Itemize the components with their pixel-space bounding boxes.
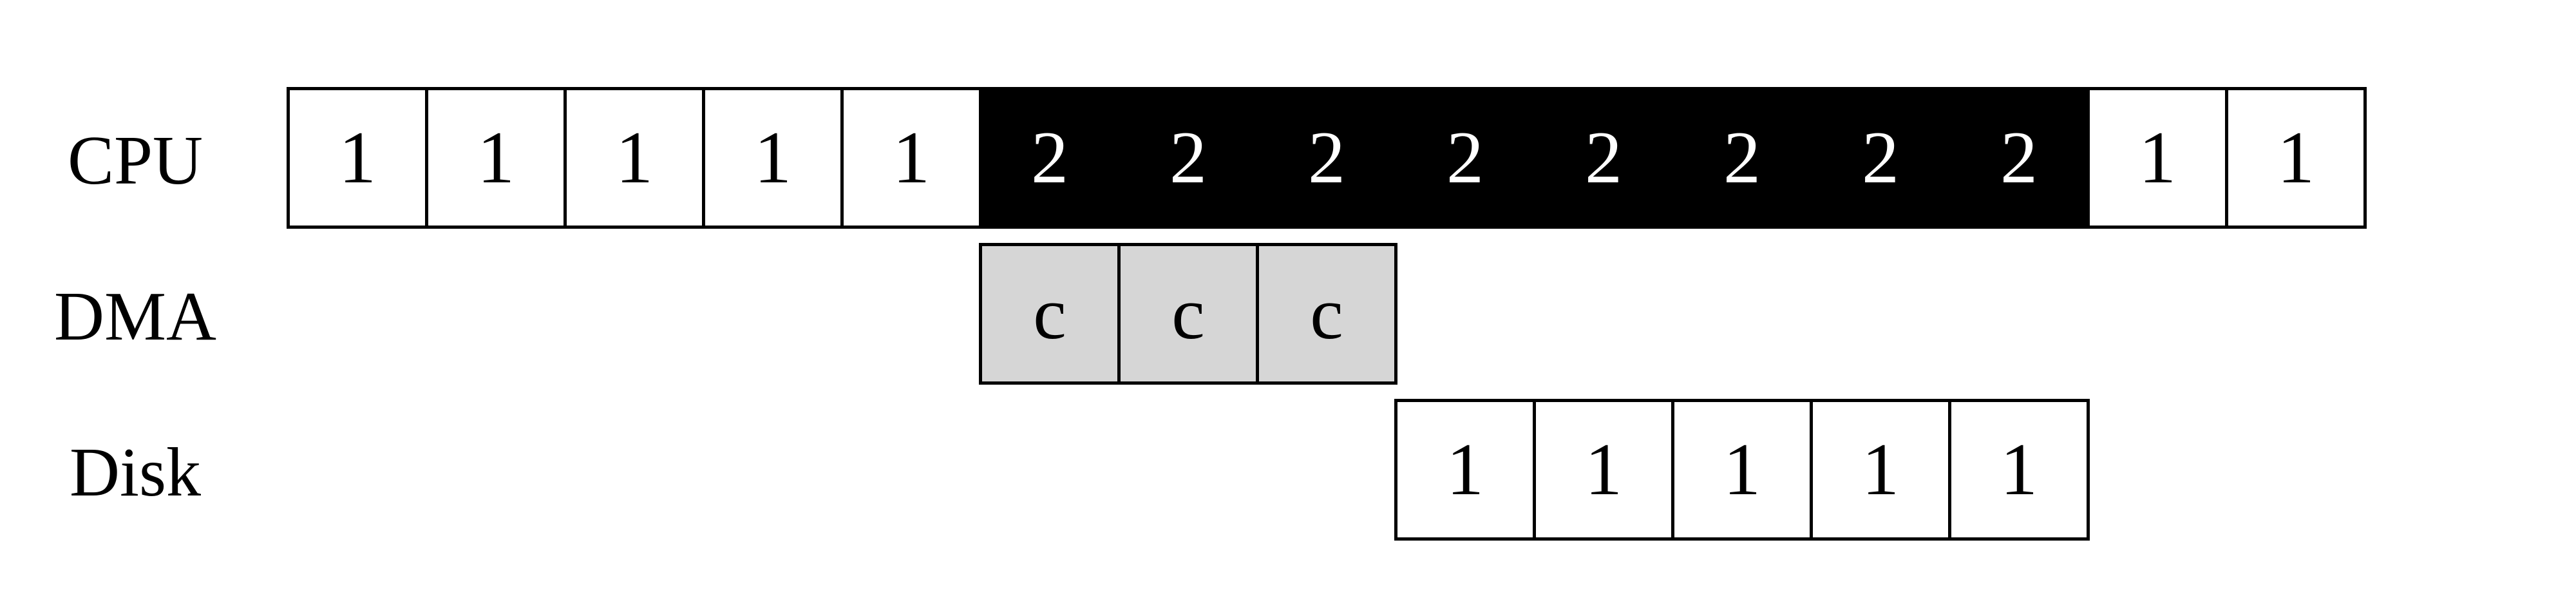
row-cpu-cell: 1 bbox=[287, 87, 428, 229]
row-cpu-cell: 1 bbox=[702, 87, 844, 229]
row-cpu-cell: 2 bbox=[979, 87, 1121, 229]
row-label-dma: DMA bbox=[53, 278, 217, 355]
row-cpu-cell: 2 bbox=[1394, 87, 1536, 229]
row-cpu-cell: 2 bbox=[1948, 87, 2090, 229]
row-label-disk: Disk bbox=[69, 434, 202, 511]
row-cpu-cell: 2 bbox=[1533, 87, 1674, 229]
row-cpu-cell: 1 bbox=[2225, 87, 2367, 229]
row-dma-cell: c bbox=[1256, 243, 1397, 385]
row-cpu-cell: 2 bbox=[1256, 87, 1397, 229]
row-cpu-cell: 1 bbox=[564, 87, 705, 229]
row-cpu-cell: 1 bbox=[2087, 87, 2228, 229]
row-disk-cell: 1 bbox=[1533, 399, 1674, 541]
row-disk-cell: 1 bbox=[1810, 399, 1951, 541]
row-dma-cell: c bbox=[1117, 243, 1259, 385]
row-disk-cell: 1 bbox=[1671, 399, 1813, 541]
row-label-cpu: CPU bbox=[67, 122, 204, 199]
row-cpu-cell: 1 bbox=[425, 87, 567, 229]
row-disk-cell: 1 bbox=[1948, 399, 2090, 541]
row-cpu-cell: 2 bbox=[1810, 87, 1951, 229]
row-cpu-cell: 2 bbox=[1671, 87, 1813, 229]
row-disk-cell: 1 bbox=[1394, 399, 1536, 541]
row-dma-cell: c bbox=[979, 243, 1121, 385]
row-cpu-cell: 2 bbox=[1117, 87, 1259, 229]
row-cpu-cell: 1 bbox=[840, 87, 982, 229]
